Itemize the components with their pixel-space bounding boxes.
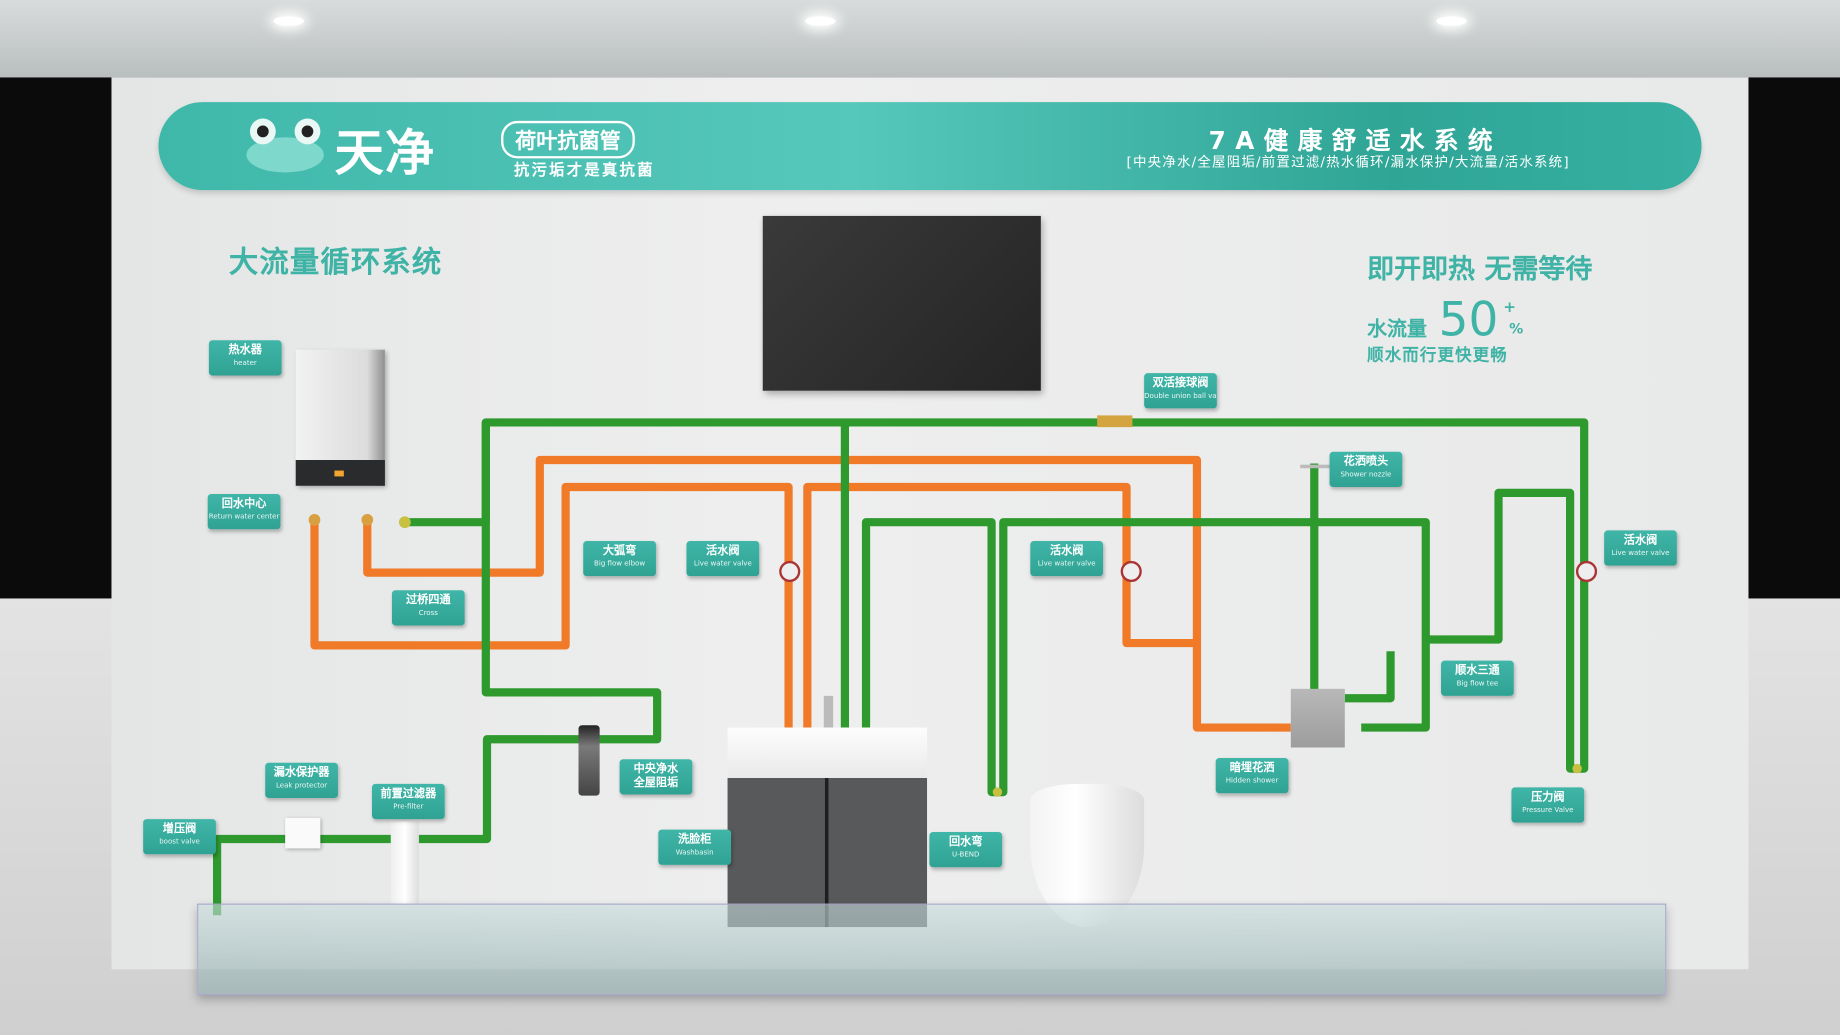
brand-slogan: 抗污垢才是真抗菌 bbox=[513, 161, 655, 180]
ceiling-light bbox=[1436, 16, 1467, 26]
frog-logo-icon bbox=[246, 118, 324, 173]
flow-label: 水流量 bbox=[1367, 318, 1427, 342]
ceiling-light bbox=[805, 16, 836, 26]
fitting-icon bbox=[361, 513, 374, 526]
orange-pipe bbox=[363, 455, 1291, 732]
live-valve-icon bbox=[779, 560, 801, 583]
ceiling bbox=[0, 0, 1840, 78]
fitting-icon bbox=[308, 513, 321, 526]
flow-value: 50 bbox=[1438, 293, 1499, 348]
washbasin-cabinet bbox=[727, 778, 928, 928]
system-subtitle: [中央净水/全屋阻垢/前置过滤/热水循环/漏水保护/大流量/活水系统] bbox=[1126, 153, 1570, 171]
green-pipe bbox=[1344, 651, 1395, 703]
fitting-icon bbox=[398, 516, 411, 529]
faucet bbox=[823, 695, 834, 728]
promo-subline: 顺水而行更快更畅 bbox=[1367, 346, 1508, 365]
ceiling-light bbox=[273, 16, 304, 26]
flow-plus: + bbox=[1503, 299, 1517, 317]
pipe-fittings bbox=[308, 415, 1598, 797]
live-valve-icon bbox=[1120, 560, 1142, 583]
leak-protector-device bbox=[285, 817, 321, 849]
fitting-icon bbox=[1572, 763, 1582, 774]
brand-name: 天净 bbox=[334, 124, 436, 182]
water-heater bbox=[295, 349, 385, 486]
glass-base bbox=[197, 903, 1667, 996]
orange-pipe bbox=[803, 482, 1197, 728]
live-valve-icon bbox=[1575, 560, 1598, 583]
header-banner bbox=[158, 102, 1702, 191]
section-title: 大流量循环系统 bbox=[228, 245, 443, 280]
product-name: 荷叶抗菌管 bbox=[501, 120, 635, 159]
tv-screen bbox=[762, 215, 1041, 391]
fitting-icon bbox=[992, 787, 1003, 797]
green-pipe bbox=[481, 418, 1589, 773]
orange-pipe bbox=[310, 482, 793, 728]
hidden-shower-mixer bbox=[1290, 688, 1345, 748]
cold-water-pipes bbox=[212, 418, 1589, 916]
toilet bbox=[1030, 783, 1145, 928]
flow-unit: % bbox=[1509, 320, 1524, 337]
washbasin-top bbox=[727, 727, 928, 779]
pre-filter-device bbox=[390, 821, 419, 904]
system-title: 7A健康舒适水系统 bbox=[1208, 126, 1502, 155]
shower-head-icon bbox=[1300, 464, 1348, 469]
hot-water-pipes bbox=[310, 455, 1291, 732]
label-central-purifier: 中央净水全屋阻垢 bbox=[619, 759, 693, 795]
promo-headline: 即开即热 无需等待 bbox=[1367, 254, 1593, 286]
ball-valve-icon bbox=[1097, 415, 1133, 428]
central-purifier-device bbox=[578, 725, 600, 796]
green-pipe bbox=[212, 422, 662, 916]
green-pipe bbox=[861, 518, 1430, 797]
